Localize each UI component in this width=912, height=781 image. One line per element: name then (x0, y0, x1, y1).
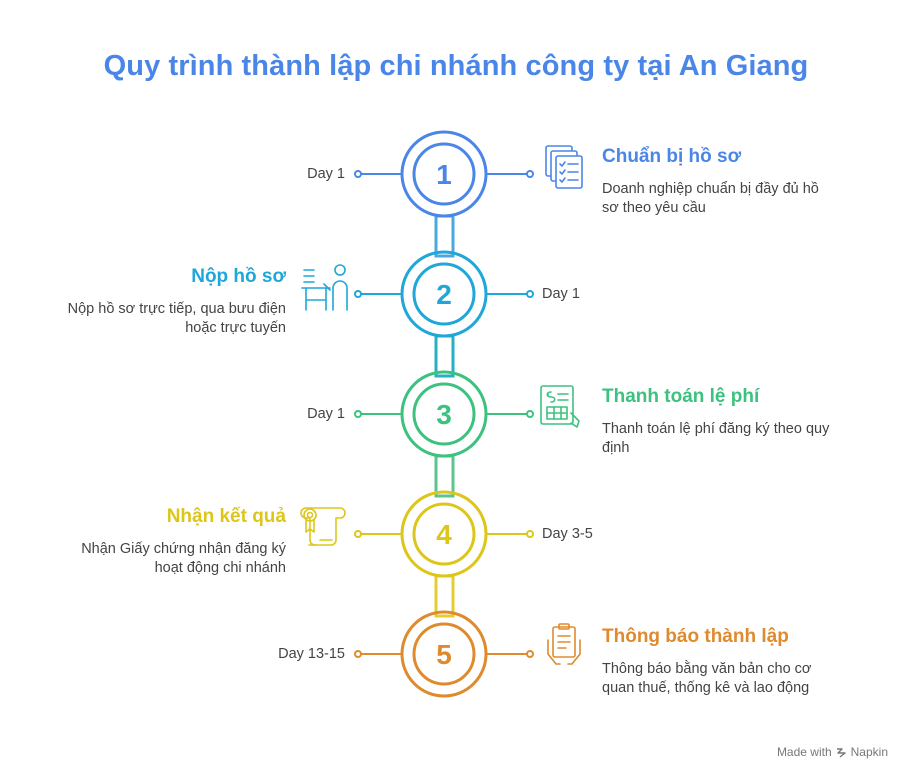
connector-3-4 (434, 454, 455, 498)
step-2-desc-line-1: Nộp hồ sơ trực tiếp, qua bưu điện (67, 301, 286, 317)
page-title: Quy trình thành lập chi nhánh công ty tạ… (103, 50, 809, 82)
step-1-inner-ring (412, 142, 476, 206)
step-1-desc-line-1: Doanh nghiệp chuẩn bị đầy đủ hồ (602, 181, 819, 197)
step-2-day: Day 1 (542, 286, 580, 302)
step-5-number: 5 (436, 639, 452, 670)
step-1-day: Day 1 (307, 166, 345, 182)
invoice-payment-icon (540, 385, 580, 428)
napkin-logo-icon (836, 747, 846, 758)
step-3-desc-line-1: Thanh toán lệ phí đăng ký theo quy (602, 421, 830, 437)
step-node-3: 3 (354, 370, 534, 458)
step-1-title: Chuẩn bị hồ sơ (602, 146, 742, 167)
made-with-credit[interactable]: Made with Napkin (777, 745, 888, 759)
step-1-left-dot (354, 170, 362, 178)
step-1-description: Doanh nghiệp chuẩn bị đầy đủ hồ sơ theo … (602, 180, 842, 218)
step-5-left-dot (354, 650, 362, 658)
step-3-left-dot (354, 410, 362, 418)
connector-4-5 (434, 574, 455, 618)
step-2-description: Nộp hồ sơ trực tiếp, qua bưu điện hoặc t… (46, 300, 286, 338)
step-5-title: Thông báo thành lập (602, 626, 789, 647)
step-node-4: 4 (354, 490, 534, 578)
step-2-left-dot (354, 290, 362, 298)
step-2-number: 2 (436, 279, 452, 310)
person-at-desk-icon (301, 264, 348, 311)
step-5-inner-ring (412, 622, 476, 686)
step-node-1: 1 (354, 130, 534, 218)
step-3-day: Day 1 (307, 406, 345, 422)
step-3-desc-line-2: định (602, 440, 630, 456)
credit-brand-text: Napkin (850, 745, 888, 759)
step-node-2: 2 (354, 250, 534, 338)
step-4-description: Nhận Giấy chứng nhận đăng ký hoạt động c… (46, 540, 286, 578)
step-5-day: Day 13-15 (278, 646, 345, 662)
step-3-number: 3 (436, 399, 452, 430)
step-2-right-dot (526, 290, 534, 298)
step-4-number: 4 (436, 519, 452, 550)
connector-1-2 (434, 214, 455, 258)
step-5-description: Thông báo bằng văn bản cho cơ quan thuế,… (602, 660, 842, 698)
step-4-inner-ring (412, 502, 476, 566)
step-3-description: Thanh toán lệ phí đăng ký theo quy định (602, 420, 842, 458)
step-1-right-dot (526, 170, 534, 178)
step-3-right-dot (526, 410, 534, 418)
step-4-day: Day 3-5 (542, 526, 593, 542)
step-2-desc-line-2: hoặc trực tuyến (185, 320, 286, 336)
step-4-title: Nhận kết quả (166, 506, 286, 527)
step-5-desc-line-2: quan thuế, thống kê và lao động (602, 680, 810, 696)
connector-2-3 (434, 334, 455, 378)
step-4-right-dot (526, 530, 534, 538)
step-5-right-dot (526, 650, 534, 658)
hands-holding-document-icon (547, 623, 581, 665)
step-5-desc-line-1: Thông báo bằng văn bản cho cơ (602, 661, 812, 677)
step-4-desc-line-1: Nhận Giấy chứng nhận đăng ký (81, 541, 286, 557)
credit-made-with-text: Made with (776, 745, 832, 759)
step-3-inner-ring (412, 382, 476, 446)
step-1-desc-line-2: sơ theo yêu cầu (602, 200, 706, 216)
documents-checklist-icon (545, 145, 583, 189)
step-node-5: 5 (354, 610, 534, 698)
step-2-inner-ring (412, 262, 476, 326)
step-4-desc-line-2: hoạt động chi nhánh (154, 560, 286, 576)
step-4-left-dot (354, 530, 362, 538)
certificate-scroll-icon (300, 507, 346, 546)
step-3-title: Thanh toán lệ phí (602, 386, 760, 407)
step-1-number: 1 (436, 159, 452, 190)
step-2-title: Nộp hồ sơ (191, 266, 286, 287)
